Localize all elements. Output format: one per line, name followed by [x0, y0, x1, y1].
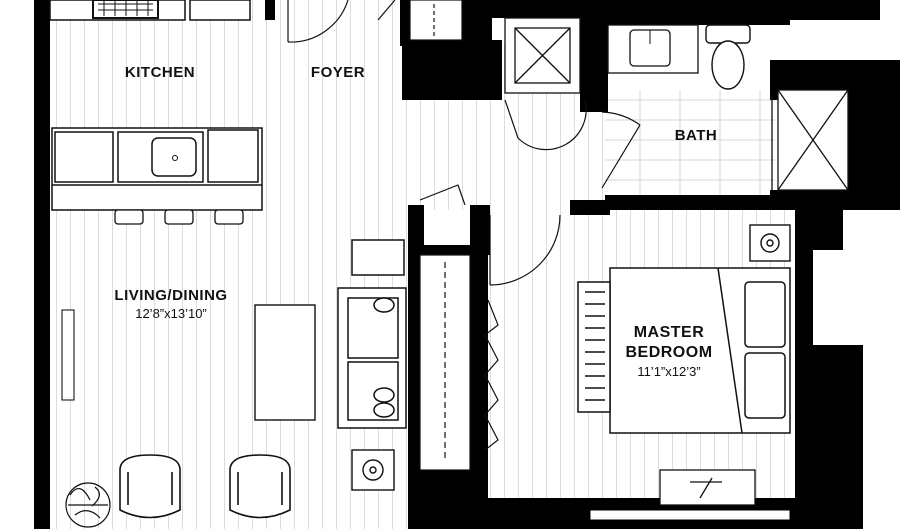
sink-icon	[629, 29, 671, 67]
door-swing-icon	[287, 0, 349, 43]
master-bedroom-dimensions: 11’1”x12’3”	[637, 364, 700, 379]
sofa-icon	[337, 239, 407, 429]
door-swing-icon	[601, 111, 641, 189]
bedroom-dresser	[659, 469, 756, 506]
bed-icon	[577, 267, 791, 434]
foyer-label: FOYER	[311, 64, 365, 81]
shower-icon	[771, 89, 849, 191]
bath-label: BATH	[675, 127, 718, 144]
plant-icon	[65, 482, 111, 528]
closet-icon	[377, 0, 463, 41]
sink-icon	[151, 137, 197, 177]
room-labels: KITCHEN FOYER BATH LIVING/DINING 12’8”x1…	[114, 64, 718, 379]
master-bedroom-label-line2: BEDROOM	[625, 344, 712, 361]
door-swing-icon	[504, 99, 587, 151]
closet-icon	[419, 254, 499, 471]
chair-icon	[114, 209, 244, 225]
kitchen-label: KITCHEN	[125, 64, 195, 81]
chair-icon	[119, 454, 291, 519]
lamp-icon	[351, 224, 791, 491]
dining-table-icon	[254, 304, 316, 421]
living-dining-dimensions: 12’8”x13’10”	[135, 306, 207, 321]
washer-dryer-icon	[504, 17, 581, 94]
living-dining-label: LIVING/DINING	[114, 287, 227, 304]
toilet-icon	[705, 24, 751, 90]
stove-icon	[92, 0, 159, 19]
windows	[61, 309, 791, 521]
master-bedroom-label-line1: MASTER	[634, 324, 705, 341]
walls	[34, 0, 900, 529]
door-swing-icon	[419, 184, 561, 286]
